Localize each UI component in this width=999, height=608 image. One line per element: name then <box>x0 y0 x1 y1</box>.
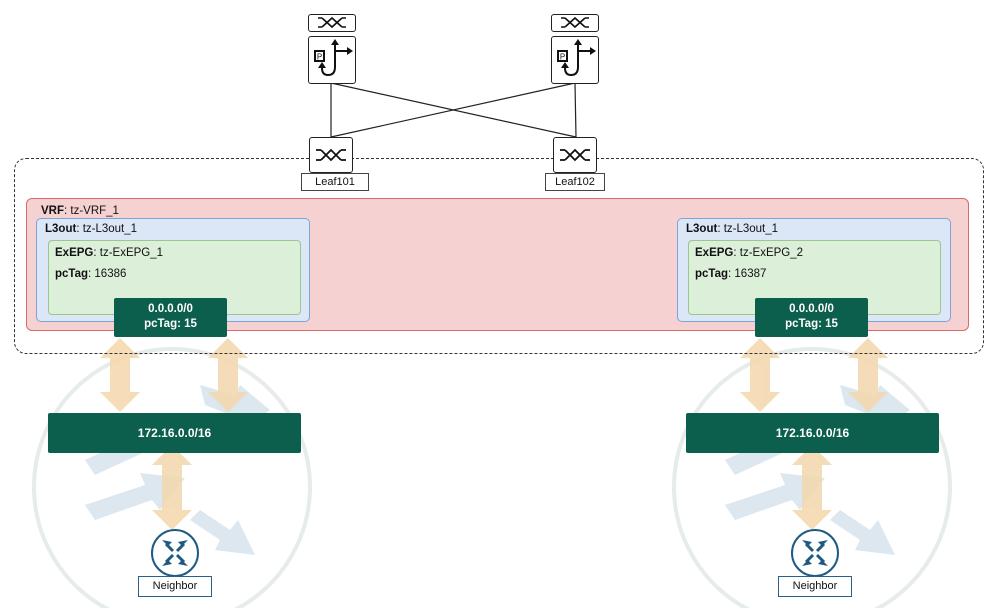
exepg-right-label: ExEPG: tz-ExEPG_2 <box>695 247 804 259</box>
spine-switch-1: P <box>308 14 356 84</box>
aci-fabric-boundary <box>14 158 984 354</box>
external-subnet-right: 172.16.0.0/16 <box>686 413 939 453</box>
spine-switch-2: P <box>551 14 599 84</box>
prefix-left-subnet: 0.0.0.0/0 <box>148 303 193 315</box>
svg-text:P: P <box>317 53 322 62</box>
prefix-box-left: 0.0.0.0/0 pcTag: 15 <box>114 298 227 337</box>
l3out-right-label: L3out: tz-L3out_1 <box>686 223 779 235</box>
neighbor-label-left: Neighbor <box>138 576 212 597</box>
exepg-right-pctag: pcTag: 16387 <box>695 268 767 280</box>
switch-icon <box>551 14 599 32</box>
leaf-switch-icon-1 <box>309 137 353 173</box>
leaf102-label: Leaf102 <box>545 173 605 191</box>
leaf-switch-icon-2 <box>553 137 597 173</box>
exepg-left-pctag: pcTag: 16386 <box>55 268 127 280</box>
external-network-circle-left <box>32 347 312 608</box>
orange-arrows-right <box>740 338 888 530</box>
neighbor-label-right: Neighbor <box>778 576 852 597</box>
switch-icon <box>308 14 356 32</box>
fabric-links <box>330 82 577 138</box>
policy-router-icon: P <box>308 36 356 84</box>
router-icon-right <box>790 528 840 578</box>
prefix-left-pctag: pcTag: 15 <box>144 318 197 330</box>
prefix-right-subnet: 0.0.0.0/0 <box>789 303 834 315</box>
orange-arrows-left <box>100 338 248 530</box>
prefix-right-pctag: pcTag: 15 <box>785 318 838 330</box>
vrf-label: VRF: tz-VRF_1 <box>41 205 119 217</box>
policy-router-icon: P <box>551 36 599 84</box>
router-icon-left <box>150 528 200 578</box>
prefix-box-right: 0.0.0.0/0 pcTag: 15 <box>755 298 868 337</box>
leaf101-label: Leaf101 <box>301 173 369 191</box>
external-subnet-left: 172.16.0.0/16 <box>48 413 301 453</box>
external-network-circle-right <box>672 347 952 608</box>
l3out-left-label: L3out: tz-L3out_1 <box>45 223 138 235</box>
exepg-left-label: ExEPG: tz-ExEPG_1 <box>55 247 164 259</box>
svg-text:P: P <box>560 53 565 62</box>
